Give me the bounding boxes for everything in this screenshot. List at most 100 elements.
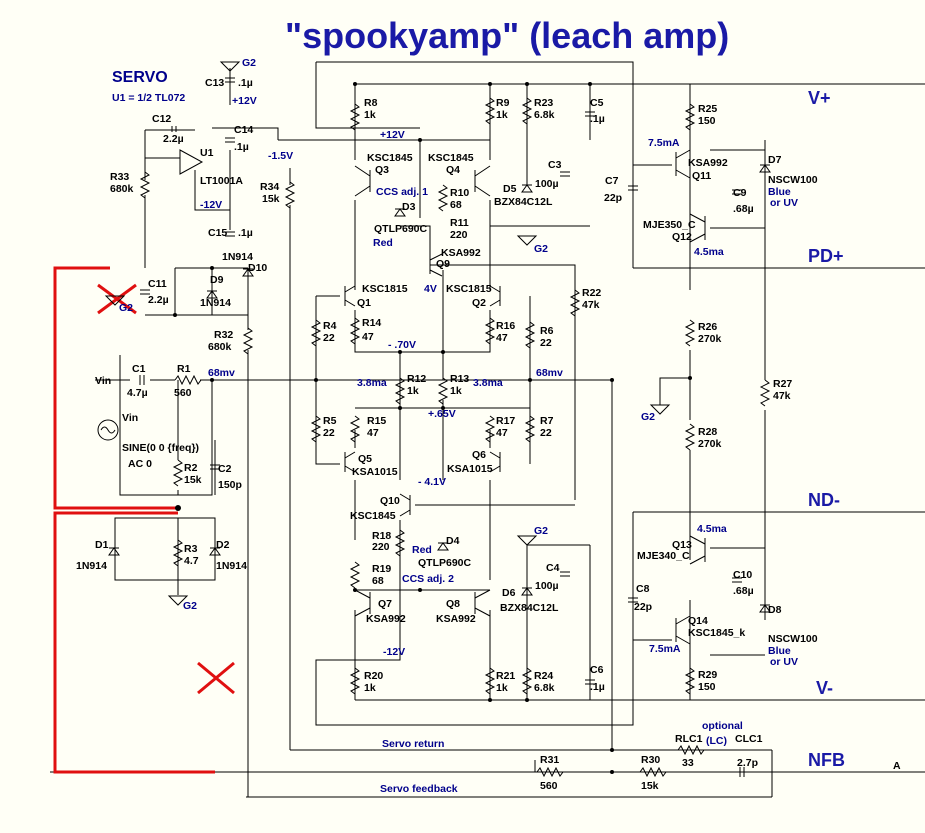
label-68mv-left: 68mv (208, 367, 235, 379)
sine-spec: SINE(0 0 {freq}) (122, 442, 199, 454)
c3-ref: C3 (548, 159, 562, 171)
r23-value: 6.8k (534, 109, 555, 121)
label-m15: -1.5V (268, 150, 293, 162)
r7-value: 22 (540, 427, 552, 439)
c12-ref: C12 (152, 113, 171, 125)
q10-ref: Q10 (380, 495, 400, 507)
q13-ref: Q13 (672, 539, 692, 551)
r1-ref: R1 (177, 363, 191, 375)
c5-value: .1µ (590, 113, 605, 125)
r1-value: 560 (174, 387, 192, 399)
r22-ref: R22 (582, 287, 601, 299)
vin-node-label: Vin (95, 375, 111, 387)
q12-ref: Q12 (672, 231, 692, 243)
d4-ref: D4 (446, 535, 460, 547)
r9-ref: R9 (496, 97, 510, 109)
r33-value: 680k (110, 183, 134, 195)
r21-ref: R21 (496, 670, 515, 682)
ground-symbols (105, 61, 670, 606)
servo-return-label: Servo return (382, 738, 444, 750)
q1-value: KSC1815 (362, 283, 408, 295)
q1-ref: Q1 (357, 297, 371, 309)
d8-color-alt: or UV (770, 656, 798, 668)
q9-ref: Q9 (436, 258, 450, 270)
r15-value: 47 (367, 427, 379, 439)
d8-ref: D8 (768, 604, 782, 616)
r26-value: 270k (698, 333, 722, 345)
label-p065: +.65V (428, 408, 456, 420)
ccs1-label: CCS adj. 1 (376, 186, 428, 198)
r5-ref: R5 (323, 415, 337, 427)
r3-ref: R3 (184, 543, 198, 555)
d4-color: Red (412, 544, 432, 556)
r24-ref: R24 (534, 670, 553, 682)
r22-value: 47k (582, 299, 600, 311)
r23-ref: R23 (534, 97, 553, 109)
r33-ref: R33 (110, 171, 129, 183)
r21-value: 1k (496, 682, 508, 694)
q8-ref: Q8 (446, 598, 460, 610)
label-45ma-bottom: 4.5ma (697, 523, 727, 535)
c15-ref: C15 (208, 227, 227, 239)
q6-value: KSA1015 (447, 463, 493, 475)
q5-value: KSA1015 (352, 466, 398, 478)
r3-value: 4.7 (184, 555, 199, 567)
q4-ref: Q4 (446, 164, 460, 176)
clc1-ref: CLC1 (735, 733, 763, 745)
r18-ref: R18 (372, 530, 391, 542)
ground-label: G2 (119, 302, 133, 314)
d5-value: BZX84C12L (494, 196, 553, 208)
r5-value: 22 (323, 427, 335, 439)
label-4v: 4V (424, 283, 437, 295)
r16-ref: R16 (496, 320, 515, 332)
r6-value: 22 (540, 337, 552, 349)
d9-ref: D9 (210, 274, 224, 286)
q3-ref: Q3 (375, 164, 389, 176)
servo-feedback-label: Servo feedback (380, 783, 458, 795)
c6-ref: C6 (590, 664, 604, 676)
r12-ref: R12 (407, 373, 426, 385)
label-m41: - 4.1V (418, 476, 446, 488)
d3-value: QTLP690C (374, 223, 428, 235)
r4-value: 22 (323, 332, 335, 344)
r16-value: 47 (496, 332, 508, 344)
q11-value: KSA992 (688, 157, 728, 169)
transistor-symbols (179, 149, 706, 645)
label-45ma-top: 4.5ma (694, 246, 724, 258)
c7-ref: C7 (605, 175, 619, 187)
q14-ref: Q14 (688, 615, 708, 627)
u1-note: U1 = 1/2 TL072 (112, 92, 185, 104)
d2-value: 1N914 (216, 560, 247, 572)
c7-value: 22p (604, 192, 622, 204)
r20-ref: R20 (364, 670, 383, 682)
main-wiring (95, 61, 772, 797)
capacitor-symbols (139, 77, 745, 777)
rlc1-ref: RLC1 (675, 733, 703, 745)
sine-source-symbol (97, 419, 119, 441)
junction-dots (173, 82, 692, 774)
node-a: A (893, 760, 901, 772)
rail-v-minus: V- (816, 678, 833, 698)
label-m12-bottom: -12V (383, 646, 405, 658)
c3-value: 100µ (535, 178, 559, 190)
rail-pd-plus: PD+ (808, 246, 844, 266)
c14-ref: C14 (234, 124, 253, 136)
label-p12-mid: +12V (380, 129, 405, 141)
r31-value: 560 (540, 780, 558, 792)
r25-ref: R25 (698, 103, 717, 115)
d6-value: BZX84C12L (500, 602, 559, 614)
c11-value: 2.2µ (148, 294, 169, 306)
r26-ref: R26 (698, 321, 717, 333)
rail-nfb: NFB (808, 750, 845, 770)
q6-ref: Q6 (472, 449, 486, 461)
d9-value: 1N914 (200, 297, 231, 309)
c9-ref: C9 (733, 187, 747, 199)
r2-ref: R2 (184, 462, 198, 474)
c14-value: .1µ (234, 141, 249, 153)
c10-ref: C10 (733, 569, 752, 581)
r25-value: 150 (698, 115, 716, 127)
rlc1-value: 33 (682, 757, 694, 769)
label-75ma-top: 7.5mA (648, 137, 680, 149)
c5-ref: C5 (590, 97, 604, 109)
c9-value: .68µ (733, 203, 754, 215)
